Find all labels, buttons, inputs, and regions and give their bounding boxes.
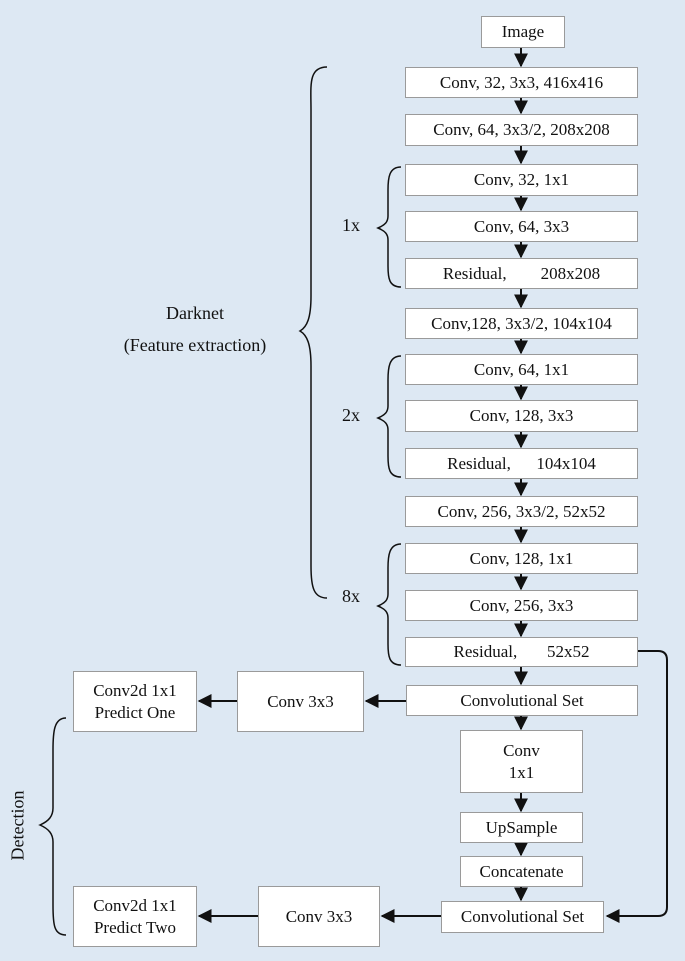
block2-brace xyxy=(376,355,402,478)
block8-residual-box: Residual, 52x52 xyxy=(405,637,638,667)
predict-two-box: Conv2d 1x1 Predict Two xyxy=(73,886,197,947)
block2-conv-b-box: Conv, 128, 3x3 xyxy=(405,400,638,432)
conv1-box: Conv, 32, 3x3, 416x416 xyxy=(405,67,638,98)
detection-label: Detection xyxy=(7,790,28,861)
conv1x1-box: Conv 1x1 xyxy=(460,730,583,793)
conv3x3-1-box: Conv 3x3 xyxy=(237,671,364,732)
block8-conv-a-box: Conv, 128, 1x1 xyxy=(405,543,638,574)
concatenate-box: Concatenate xyxy=(460,856,583,887)
image-box: Image xyxy=(481,16,565,48)
darknet-label: Darknet xyxy=(166,303,224,323)
conv2-box: Conv, 64, 3x3/2, 208x208 xyxy=(405,114,638,146)
convset2-box: Convolutional Set xyxy=(441,901,604,933)
feature-extraction-label: (Feature extraction) xyxy=(123,335,267,355)
block2-conv-a-box: Conv, 64, 1x1 xyxy=(405,354,638,385)
predict-one-box: Conv2d 1x1 Predict One xyxy=(73,671,197,732)
block8-conv-b-box: Conv, 256, 3x3 xyxy=(405,590,638,621)
conv3x3-2-box: Conv 3x3 xyxy=(258,886,380,947)
block1-conv-b-box: Conv, 64, 3x3 xyxy=(405,211,638,242)
repeat-2x-label: 2x xyxy=(342,405,360,425)
darknet-brace xyxy=(298,66,328,599)
block1-residual-box: Residual, 208x208 xyxy=(405,258,638,289)
block8-brace xyxy=(376,543,402,666)
repeat-8x-label: 8x xyxy=(342,586,360,606)
conv3-box: Conv,128, 3x3/2, 104x104 xyxy=(405,308,638,339)
repeat-1x-label: 1x xyxy=(342,215,360,235)
skip-connection-arrow xyxy=(605,650,668,923)
convset1-box: Convolutional Set xyxy=(406,685,638,716)
block1-brace xyxy=(376,166,402,288)
block1-conv-a-box: Conv, 32, 1x1 xyxy=(405,164,638,196)
upsample-box: UpSample xyxy=(460,812,583,843)
conv4-box: Conv, 256, 3x3/2, 52x52 xyxy=(405,496,638,527)
detection-brace xyxy=(38,717,67,936)
block2-residual-box: Residual, 104x104 xyxy=(405,448,638,479)
